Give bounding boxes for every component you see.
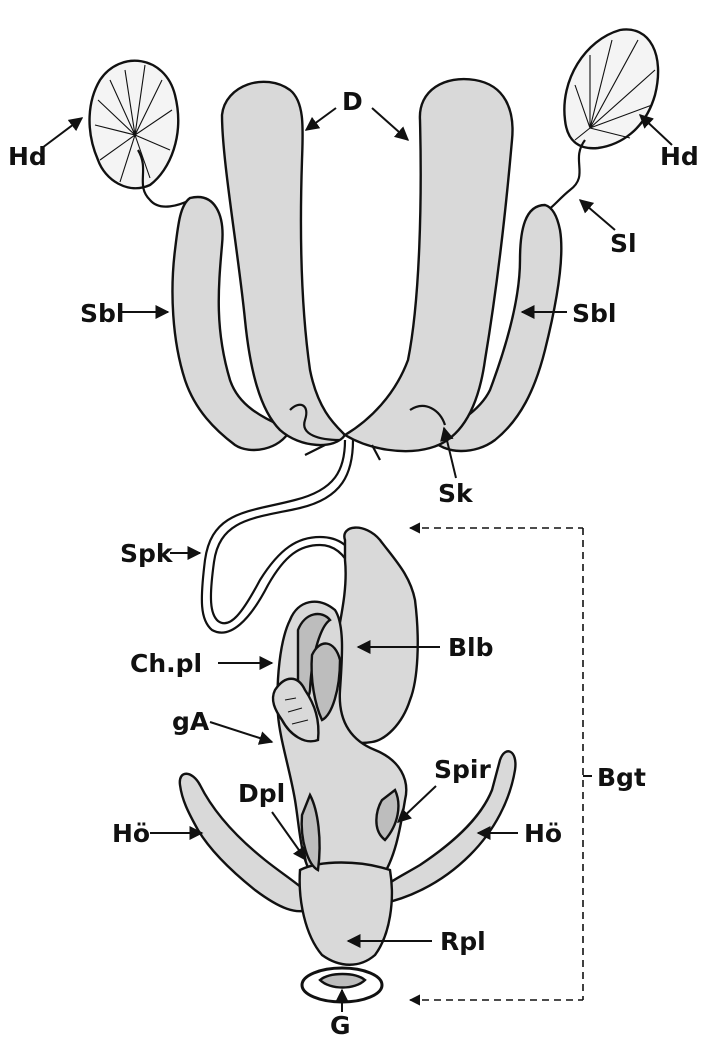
label-bgt: Bgt (597, 763, 646, 792)
label-chpl-text: Ch.pl (130, 649, 202, 678)
label-hd-right-text: Hd (660, 142, 699, 171)
label-hd-left-text: Hd (8, 142, 47, 171)
label-ga-text: gA (172, 707, 210, 736)
label-ga: gA (172, 707, 272, 742)
label-g-text: G (330, 1011, 351, 1040)
label-sbl-left: Sbl (80, 299, 168, 328)
label-spir: Spir (398, 755, 491, 822)
hermaphrodite-gland-left (90, 61, 179, 188)
hermaphrodite-duct-right (548, 140, 585, 210)
label-hd-left: Hd (8, 118, 82, 171)
hermaphrodite-gland-right (564, 29, 658, 148)
label-sl-text: Sl (610, 229, 637, 258)
label-spk: Spk (120, 539, 200, 568)
label-spir-text: Spir (434, 755, 491, 784)
label-hd-right: Hd (640, 115, 699, 171)
label-dpl-text: Dpl (238, 779, 285, 808)
label-spk-text: Spk (120, 539, 174, 568)
label-blb-text: Blb (448, 633, 494, 662)
label-sbl-left-text: Sbl (80, 299, 124, 328)
label-sk-text: Sk (438, 479, 474, 508)
label-d: D (306, 87, 408, 140)
label-hoe-left-text: Hö (112, 819, 150, 848)
gland-tube-left (222, 82, 345, 445)
sperm-duct (202, 440, 358, 633)
label-chpl: Ch.pl (130, 649, 272, 678)
bursa-body (331, 528, 417, 743)
label-rpl-text: Rpl (440, 927, 486, 956)
label-hoe-right-text: Hö (524, 819, 562, 848)
label-hoe-left: Hö (112, 819, 202, 848)
label-sl: Sl (580, 200, 637, 258)
label-sbl-right-text: Sbl (572, 299, 616, 328)
label-bgt-text: Bgt (597, 763, 646, 792)
label-d-text: D (342, 87, 363, 116)
